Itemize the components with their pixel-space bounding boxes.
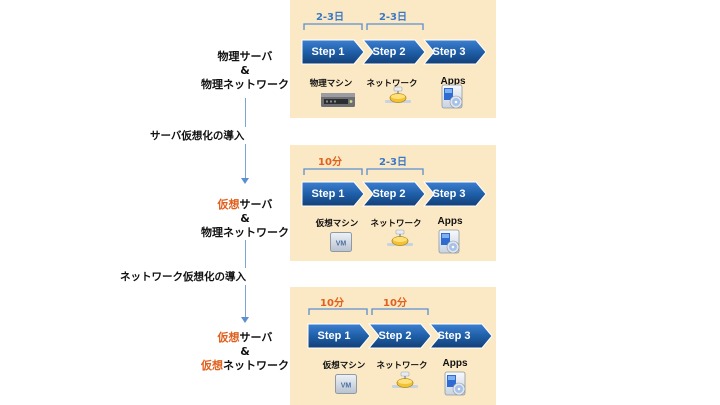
step-chevron xyxy=(301,39,365,65)
step-chevron xyxy=(428,323,493,349)
stage-3-panel: 10分 10分 Step 1 Step 2 Step 3 仮想マシン ネットワー… xyxy=(290,287,496,405)
stage-1-resource-3-label: Apps xyxy=(440,76,466,87)
stage-3-duration-2: 10分 xyxy=(383,298,407,309)
stage-3-step-2-label: Step 2 xyxy=(378,330,412,342)
svg-text:VM: VM xyxy=(336,241,347,248)
step-chevron xyxy=(367,323,432,349)
flow-arrowhead-1 xyxy=(241,178,249,184)
duration-bracket xyxy=(308,308,368,315)
stage-2-duration-1: 10分 xyxy=(318,157,342,168)
stage-3-step-1-label: Step 1 xyxy=(317,330,351,342)
stage-3-flow-graphic xyxy=(307,308,493,349)
label-text: サーバ xyxy=(239,331,273,344)
duration-bracket xyxy=(366,23,424,30)
label-text: ネットワーク xyxy=(223,359,289,372)
stage-1-label: 物理サーバ&物理ネットワーク xyxy=(190,50,300,92)
stage-1-step-1-label: Step 1 xyxy=(311,46,345,58)
stage-2-step-1-label: Step 1 xyxy=(311,188,345,200)
stage-3-label: 仮想サーバ&仮想ネットワーク xyxy=(190,331,300,373)
accent-text: 仮想 xyxy=(201,359,223,372)
stage-1-resource-1-label: 物理マシン xyxy=(309,79,353,89)
stage-2-label: 仮想サーバ&物理ネットワーク xyxy=(190,198,300,240)
stage-1-resource-2-label: ネットワーク xyxy=(366,79,418,89)
step-chevron xyxy=(422,39,487,65)
accent-text: 仮想 xyxy=(217,331,240,344)
stage-label-line: & xyxy=(190,212,300,226)
stage-label-line: 物理ネットワーク xyxy=(190,226,300,240)
stage-1-step-3-label: Step 3 xyxy=(432,46,466,58)
stage-label-line: & xyxy=(190,345,300,359)
label-text: サーバ xyxy=(239,50,273,63)
stage-3-resource-2-label: ネットワーク xyxy=(376,361,428,371)
stage-2-resource-1-label: 仮想マシン xyxy=(315,219,359,229)
stage-label-line: & xyxy=(190,64,300,78)
transition-label-server-virtualization: サーバ仮想化の導入 xyxy=(148,127,247,144)
svg-text:VM: VM xyxy=(341,383,352,390)
stage-1-duration-2: 2-3日 xyxy=(378,12,408,23)
stage-2-resource-2-label: ネットワーク xyxy=(370,219,422,229)
stage-label-line: 仮想サーバ xyxy=(190,331,300,345)
stage-2-panel: 10分 2-3日 Step 1 Step 2 Step 3 仮想マシン ネットワ… xyxy=(290,145,496,261)
label-text: & xyxy=(240,345,250,358)
label-text: 物理 xyxy=(201,226,223,239)
label-text: 物理 xyxy=(201,78,223,91)
flow-arrowhead-2 xyxy=(241,317,249,323)
duration-bracket xyxy=(303,168,363,175)
stage-label-line: 仮想サーバ xyxy=(190,198,300,212)
stage-1-step-2-label: Step 2 xyxy=(372,46,406,58)
stage-3-duration-1: 10分 xyxy=(320,298,344,309)
duration-bracket xyxy=(371,308,429,315)
stage-2-step-3-label: Step 3 xyxy=(432,188,466,200)
stage-3-resource-1-label: 仮想マシン xyxy=(322,361,366,371)
stage-1-duration-1: 2-3日 xyxy=(315,12,345,23)
label-text: ネットワーク xyxy=(223,78,289,91)
duration-bracket xyxy=(303,23,363,30)
stage-2-flow-graphic xyxy=(301,168,487,207)
step-chevron xyxy=(307,323,371,349)
duration-bracket xyxy=(366,168,424,175)
step-chevron xyxy=(422,181,487,207)
stage-label-line: 物理サーバ xyxy=(190,50,300,64)
label-text: サーバ xyxy=(239,198,273,211)
label-text: ネットワーク xyxy=(223,226,289,239)
stage-2-resource-3-label: Apps xyxy=(437,216,463,227)
step-chevron xyxy=(301,181,365,207)
accent-text: 仮想 xyxy=(217,198,240,211)
step-chevron xyxy=(361,181,426,207)
stage-1-flow-graphic xyxy=(301,23,487,65)
stage-label-line: 仮想ネットワーク xyxy=(190,359,300,373)
label-text: 物理 xyxy=(217,50,240,63)
step-chevron xyxy=(361,39,426,65)
stage-3-step-3-label: Step 3 xyxy=(437,330,471,342)
transition-label-network-virtualization: ネットワーク仮想化の導入 xyxy=(118,268,248,285)
label-text: & xyxy=(240,212,250,225)
stage-2-duration-2: 2-3日 xyxy=(378,157,408,168)
stage-1-panel: 2-3日 2-3日 Step 1 Step 2 Step 3 物理マシン ネット… xyxy=(290,0,496,118)
stage-3-resource-3-label: Apps xyxy=(442,358,468,369)
stage-2-step-2-label: Step 2 xyxy=(372,188,406,200)
stage-label-line: 物理ネットワーク xyxy=(190,78,300,92)
label-text: & xyxy=(240,64,250,77)
